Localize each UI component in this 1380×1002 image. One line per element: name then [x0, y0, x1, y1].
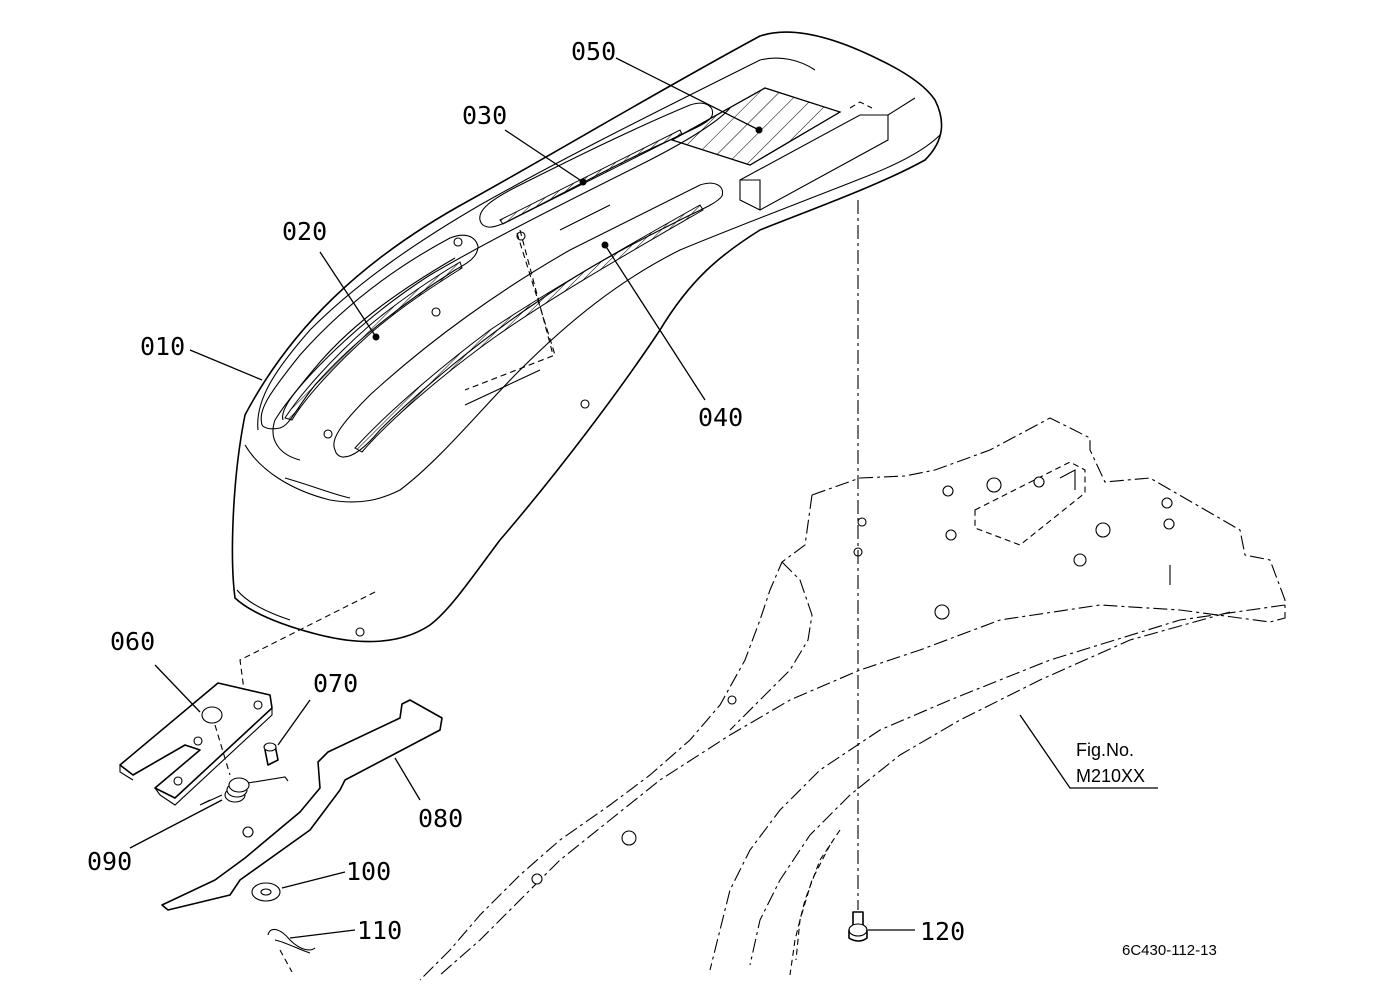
leader-lines: [129, 57, 1158, 939]
right-slot: [333, 182, 724, 458]
label-plate: [670, 87, 842, 166]
drawing-code: 6C430-112-13: [1122, 942, 1217, 959]
frame-chassis: [419, 417, 1286, 981]
cotter-pin: [267, 928, 316, 973]
console-holes: [323, 204, 611, 637]
callout-020: 020: [282, 217, 327, 246]
left-slot: [260, 234, 479, 430]
console-body: [231, 31, 943, 643]
centerline-060: [239, 591, 376, 691]
washer: [251, 882, 281, 902]
callout-080: 080: [418, 804, 463, 833]
fig-ref-line1: Fig.No.: [1076, 740, 1134, 760]
callout-050: 050: [571, 37, 616, 66]
lever-arm: [161, 699, 443, 911]
fig-ref-line2: M210XX: [1076, 766, 1145, 786]
callout-060: 060: [110, 627, 155, 656]
callout-090: 090: [87, 847, 132, 876]
screw-070: [263, 742, 279, 766]
bracket-plate: [119, 682, 273, 806]
callout-040: 040: [698, 403, 743, 432]
figure-reference: Fig.No. M210XX: [1076, 740, 1145, 786]
callout-070: 070: [313, 669, 358, 698]
screw-120: [848, 911, 868, 942]
upper-slot: [479, 102, 714, 228]
spring: [199, 776, 289, 806]
callout-labels: 010 020 030 040 050 060 070 080 090 100 …: [87, 37, 965, 946]
callout-030: 030: [462, 101, 507, 130]
callout-120: 120: [920, 917, 965, 946]
callout-010: 010: [140, 332, 185, 361]
rear-block: [739, 97, 916, 211]
callout-110: 110: [357, 916, 402, 945]
callout-100: 100: [346, 857, 391, 886]
